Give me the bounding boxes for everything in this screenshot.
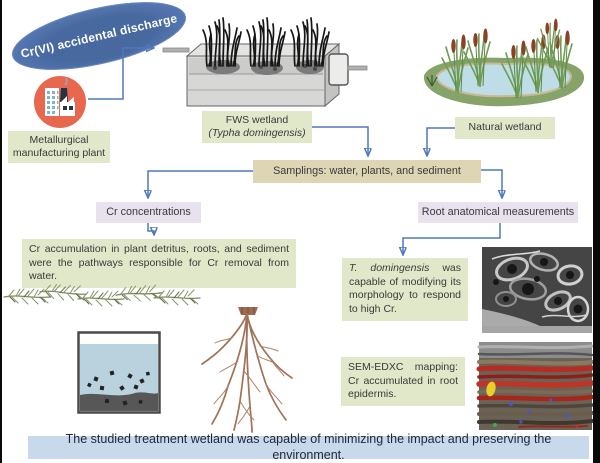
sem-root-micrograph-image (482, 247, 592, 333)
right-border (593, 0, 600, 463)
natural-wetland-label: Natural wetland (455, 117, 555, 139)
root-system-illustration (201, 307, 293, 433)
finding-sem-mapping: SEM-EDXC mapping: Cr accumulated in root… (341, 357, 465, 406)
conclusion-banner: The studied treatment wetland was capabl… (28, 432, 589, 462)
left-border (0, 0, 2, 463)
arrow-factory-to-fws (88, 48, 154, 100)
plant-detritus-illustration (3, 283, 201, 307)
fws-wetland-label: FWS wetland (Typha domingensis) (202, 111, 312, 143)
cr-concentrations-text: Cr concentrations (106, 205, 191, 218)
root-measurements-text: Root anatomical measurements (421, 205, 575, 218)
arrow-cr-to-finding (147, 223, 154, 235)
conclusion-banner-text: The studied treatment wetland was capabl… (65, 431, 552, 462)
arrow-root-to-finding (403, 223, 501, 255)
fws-wetland-mesocosm-illustration (162, 17, 368, 108)
fws-wetland-species-text: (Typha domingensis) (208, 127, 306, 139)
finding-sem-mapping-text: SEM-EDXC mapping: Cr accumulated in root… (348, 361, 458, 401)
fws-wetland-text: FWS wetland (225, 113, 289, 126)
natural-wetland-pond-illustration (423, 17, 585, 107)
arrow-fws-to-samplings (312, 126, 368, 156)
arrow-samplings-to-root (481, 169, 502, 198)
natural-wetland-text: Natural wetland (468, 121, 542, 134)
root-measurements-node: Root anatomical measurements (418, 202, 578, 223)
finding-morphology-text: was capable of modifying its morphology … (349, 262, 462, 315)
samplings-text: Samplings: water, plants, and sediment (273, 164, 461, 177)
arrow-samplings-to-cr (148, 170, 253, 198)
finding-cr-pathways: Cr accumulation in plant detritus, roots… (22, 239, 296, 288)
metallurgical-plant-label: Metallurgical manufacturing plant (8, 131, 110, 163)
sem-edx-mapping-image (476, 342, 595, 430)
finding-morphology: T. domingensis was capable of modifying … (342, 258, 468, 321)
finding-cr-pathways-text: Cr accumulation in plant detritus, roots… (29, 243, 289, 283)
cr-concentrations-node: Cr concentrations (96, 202, 201, 223)
species-italic-text: T. domingensis (349, 262, 430, 274)
sediment-beaker-illustration (77, 331, 161, 414)
factory-icon (34, 76, 86, 128)
metallurgical-plant-text: Metallurgical manufacturing plant (12, 133, 106, 159)
arrow-natural-to-samplings (427, 127, 455, 156)
samplings-node: Samplings: water, plants, and sediment (253, 160, 481, 183)
